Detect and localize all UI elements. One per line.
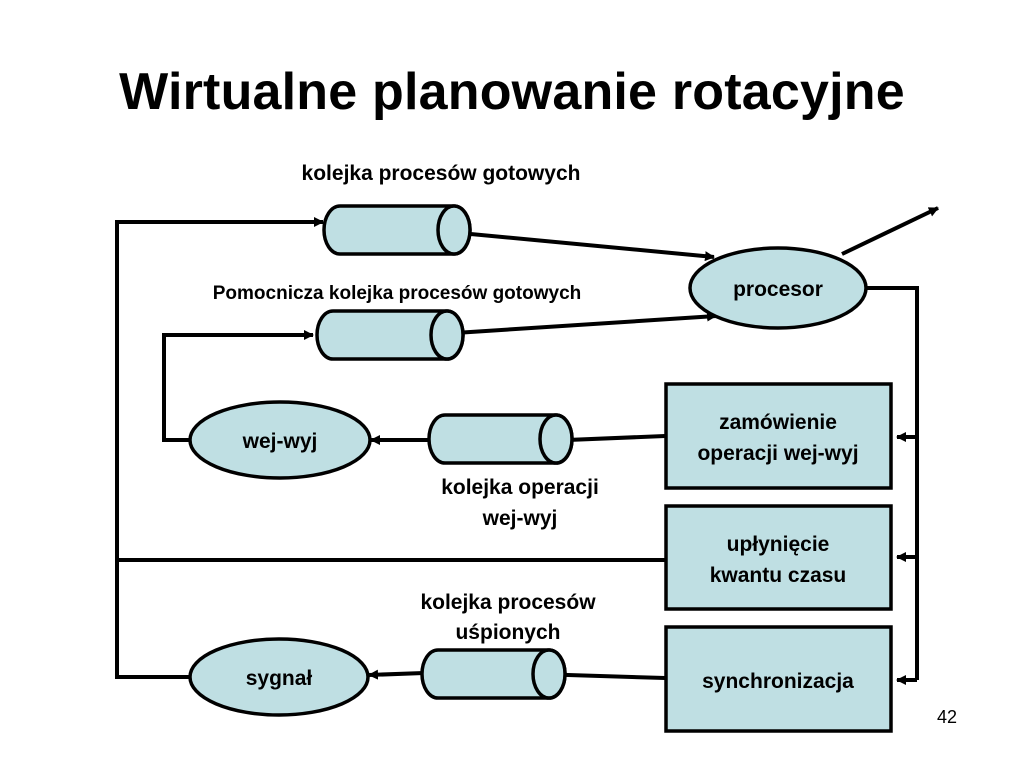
quantum-label-1: upłynięcie bbox=[727, 533, 830, 556]
io-request-label-2: operacji wej-wyj bbox=[697, 442, 858, 465]
line-processor-to-events bbox=[866, 286, 919, 680]
sleep-queue-label-1: kolejka procesów bbox=[420, 591, 596, 614]
sync-label: synchronizacja bbox=[702, 670, 854, 693]
ready-queue-label: kolejka procesów gotowych bbox=[302, 162, 581, 185]
quantum-label-2: kwantu czasu bbox=[710, 564, 847, 587]
quantum-expiry-box bbox=[664, 504, 893, 611]
arrow-ready-to-processor bbox=[459, 231, 715, 262]
arrow-aux-to-processor bbox=[454, 311, 717, 335]
slide-title: Wirtualne planowanie rotacyjne bbox=[119, 63, 905, 121]
io-request-box bbox=[664, 382, 893, 490]
io-device-node bbox=[188, 400, 372, 480]
io-request-label-1: zamówienie bbox=[719, 411, 837, 434]
signal-label: sygnał bbox=[246, 667, 313, 690]
sync-box bbox=[664, 625, 893, 733]
aux-ready-queue bbox=[315, 309, 465, 361]
page-number: 42 bbox=[937, 707, 958, 727]
queues bbox=[315, 204, 574, 700]
connectors bbox=[115, 206, 939, 685]
arrow-processor-exit bbox=[841, 206, 939, 256]
sleep-queue-label-2: uśpionych bbox=[455, 621, 560, 644]
sleep-queue bbox=[420, 648, 567, 700]
io-queue bbox=[427, 413, 574, 465]
arrow-device-to-aux bbox=[162, 330, 314, 442]
io-queue-label-2: wej-wyj bbox=[482, 507, 558, 530]
arrow-quantum-to-ready bbox=[115, 217, 665, 562]
arrow-sleep-to-signal bbox=[368, 669, 425, 680]
processor-node bbox=[688, 246, 868, 330]
line-signal-to-ready bbox=[115, 560, 190, 679]
io-queue-label-1: kolejka operacji bbox=[441, 476, 599, 499]
signal-node bbox=[188, 637, 370, 717]
aux-queue-label: Pomocnicza kolejka procesów gotowych bbox=[213, 283, 582, 304]
io-device-label: wej-wyj bbox=[242, 430, 318, 453]
ready-queue bbox=[322, 204, 472, 256]
processor-label: procesor bbox=[733, 278, 823, 301]
